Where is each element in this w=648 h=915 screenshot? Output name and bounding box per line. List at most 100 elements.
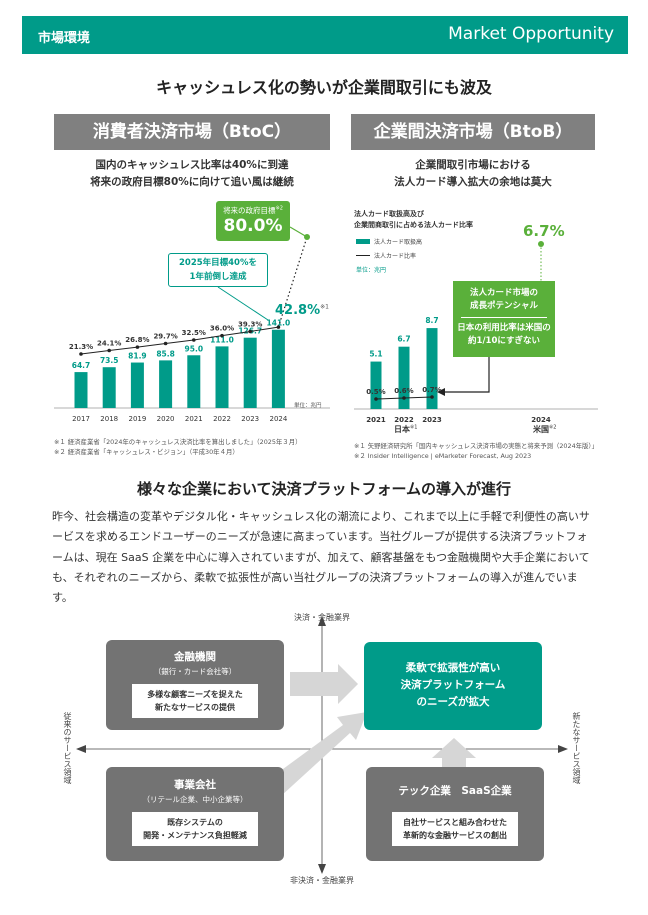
- btoc-ratio-point-2018: [107, 348, 111, 353]
- btoc-bar-2017: [74, 372, 88, 408]
- btoc-bar-2022: [215, 346, 229, 408]
- us-label-wrap: 米国※2: [533, 424, 556, 435]
- btob-subtitle: 企業間取引市場における 法人カード導入拡大の余地は莫大: [351, 157, 595, 191]
- btob-xtick-2021: 2021: [366, 416, 386, 424]
- fin-box-line1: 多様な顧客ニーズを捉えた: [147, 690, 243, 699]
- btob-callout-arrow: [441, 357, 490, 393]
- btob-xtick-2022: 2022: [394, 416, 414, 424]
- japan-sup: ※1: [410, 424, 418, 431]
- btob-chart-title-1: 法人カード取扱高及び: [354, 210, 424, 218]
- biz-inner-box: 既存システムの 開発・メンテナンス負担軽減: [132, 812, 258, 846]
- btob-bar-2023: [426, 328, 438, 409]
- btoc-bar-2023: [243, 337, 257, 408]
- btob-bar-label-2021: 5.1: [369, 350, 382, 359]
- biz-title: 事業会社: [174, 779, 216, 791]
- btoc-bar-label-2020: 85.8: [156, 349, 175, 358]
- legend-line-swatch: [356, 254, 370, 257]
- vertical-arrow-bottom: [318, 864, 326, 874]
- btoc-chart: 64.7201773.5201881.9201985.8202095.02021…: [54, 226, 598, 424]
- callout-2025-line2: 1年前倒し達成: [189, 272, 247, 282]
- btoc-xtick-2023: 2023: [241, 415, 259, 423]
- horizontal-arrow-right: [558, 745, 568, 753]
- biz-sub: （リテール企業、中小企業等）: [142, 795, 248, 804]
- btoc-ratio-point-2019: [135, 345, 140, 349]
- btoc-sub-line2: 将来の政府目標80%に向けて追い風は継続: [90, 176, 294, 188]
- fin-sub: （銀行・カード会社等）: [153, 667, 237, 676]
- btob-xtick-2024: 2024: [531, 416, 551, 424]
- btoc-ratio-label-2020: 29.7%: [153, 333, 177, 341]
- header-bar: 市場環境 Market Opportunity: [22, 16, 628, 54]
- btoc-bar-2019: [130, 362, 144, 408]
- btob-ratio-point-2023: [430, 395, 434, 399]
- diagram-canvas: [76, 616, 568, 874]
- btob-ratio-label-2022: 0.6%: [394, 387, 413, 395]
- potential-b2: 約1/10にすぎない: [468, 336, 540, 346]
- btob-unit: 単位：兆円: [356, 267, 387, 274]
- btob-chart-title: 法人カード取扱高及び 企業間商取引に占める法人カード比率: [354, 209, 473, 231]
- btob-bar-2022: [398, 346, 410, 409]
- target-value: 80.0%: [223, 216, 283, 236]
- btob-chart-title-2: 企業間商取引に占める法人カード比率: [354, 221, 473, 229]
- axis-right-label: 新たなサービス領域: [572, 712, 581, 784]
- potential-callout: 法人カード市場の 成長ポテンシャル 日本の利用比率は米国の 約1/10にすぎない: [453, 281, 555, 357]
- btoc-subtitle: 国内のキャッシュレス比率は40%に到達 将来の政府目標80%に向けて追い風は継続: [54, 157, 330, 191]
- btoc-bar-2018: [102, 367, 116, 408]
- section2-title: 様々な企業において決済プラットフォームの導入が進行: [136, 480, 512, 498]
- highlight-value: 42.8%: [275, 303, 321, 318]
- btob-bar-2021: [370, 361, 382, 409]
- legend-bar-label: 法人カード取扱高: [374, 239, 423, 246]
- japan-label-wrap: 日本※1: [394, 424, 417, 435]
- business-companies-box: 事業会社 （リテール企業、中小企業等） 既存システムの 開発・メンテナンス負担軽…: [106, 767, 284, 861]
- btoc-xtick-2021: 2021: [185, 415, 203, 423]
- highlight-42: 42.8%※1: [275, 303, 329, 318]
- legend-line-label: 法人カード比率: [374, 253, 417, 260]
- platform-needs-box: 柔軟で拡張性が高い 決済プラットフォーム のニーズが拡大: [364, 642, 542, 730]
- legend-line-item: 法人カード比率: [356, 251, 422, 260]
- btob-callout-arrowhead: [437, 388, 445, 396]
- fin-title: 金融機関: [174, 651, 216, 663]
- header-section-label: 市場環境: [38, 31, 91, 46]
- btoc-bar-label-2019: 81.9: [128, 352, 147, 361]
- btoc-ratio-label-2019: 26.8%: [125, 336, 149, 344]
- btoc-bar-label-2021: 95.0: [185, 344, 204, 353]
- arrow-biz-to-center: [268, 712, 367, 796]
- potential-h2: 成長ポテンシャル: [469, 301, 538, 311]
- btoc-band: 消費者決済市場（BtoC）: [54, 114, 330, 150]
- btoc-ratio-point-2017: [79, 352, 83, 356]
- btoc-xtick-2017: 2017: [72, 415, 90, 423]
- btoc-note-2: ※２ 経済産業省「キャッシュレス・ビジョン」（平成30年４月）: [54, 448, 239, 456]
- potential-h1: 法人カード市場の: [469, 288, 538, 298]
- us-sup: ※2: [549, 424, 557, 431]
- btob-band: 企業間決済市場（BtoB）: [351, 114, 595, 150]
- tech-box-line2: 革新的な金融サービスの創出: [403, 831, 507, 840]
- btoc-bar-label-2024: 141.0: [267, 319, 291, 328]
- btoc-ratio-point-2021: [192, 338, 196, 342]
- callout-2025-line1: 2025年目標40%を: [178, 258, 257, 268]
- btoc-ratio-point-2020: [163, 341, 168, 346]
- btoc-ratio-label-2022: 36.0%: [210, 325, 234, 333]
- btob-bar-label-2023: 8.7: [425, 316, 438, 325]
- legend-bar-item: 法人カード取扱高: [356, 237, 422, 246]
- btoc-note-1: ※１ 経済産業省「2024年のキャッシュレス決済比率を算出しました」（2025年…: [54, 438, 302, 446]
- btoc-ratio-label-2023: 39.3%: [238, 321, 262, 329]
- us-label: 米国: [533, 425, 549, 434]
- axis-left-label: 従来のサービス領域: [63, 712, 72, 784]
- btoc-xtick-2018: 2018: [100, 415, 118, 423]
- japan-label: 日本: [394, 425, 410, 434]
- btob-note-1: ※１ 矢野経済研究所「国内キャッシュレス決済市場の実態と将来予測（2024年版）…: [354, 442, 598, 450]
- btoc-xtick-2020: 2020: [157, 415, 175, 423]
- btoc-sub-line1: 国内のキャッシュレス比率は40%に到達: [95, 159, 289, 171]
- target-label-line: 将来の政府目標※2: [216, 205, 290, 216]
- btoc-bar-label-2022: 111.0: [210, 335, 234, 344]
- btoc-ratio-label-2021: 32.5%: [182, 329, 206, 337]
- btoc-unit: 単位：兆円: [294, 403, 322, 409]
- target-callout: 将来の政府目標※2 80.0%: [216, 201, 290, 241]
- fin-box-line2: 新たなサービスの提供: [155, 703, 235, 712]
- vertical-arrow-top: [318, 616, 326, 626]
- fin-inner-box: 多様な顧客ニーズを捉えた 新たなサービスの提供: [132, 684, 258, 718]
- btob-xtick-2023: 2023: [422, 416, 442, 424]
- btoc-notes: ※１ 経済産業省「2024年のキャッシュレス決済比率を算出しました」（2025年…: [54, 437, 301, 457]
- btob-ratio-point-2021: [374, 397, 378, 401]
- btoc-bar-2024: [271, 329, 285, 408]
- btob-notes: ※１ 矢野経済研究所「国内キャッシュレス決済市場の実態と将来予測（2024年版）…: [354, 441, 598, 461]
